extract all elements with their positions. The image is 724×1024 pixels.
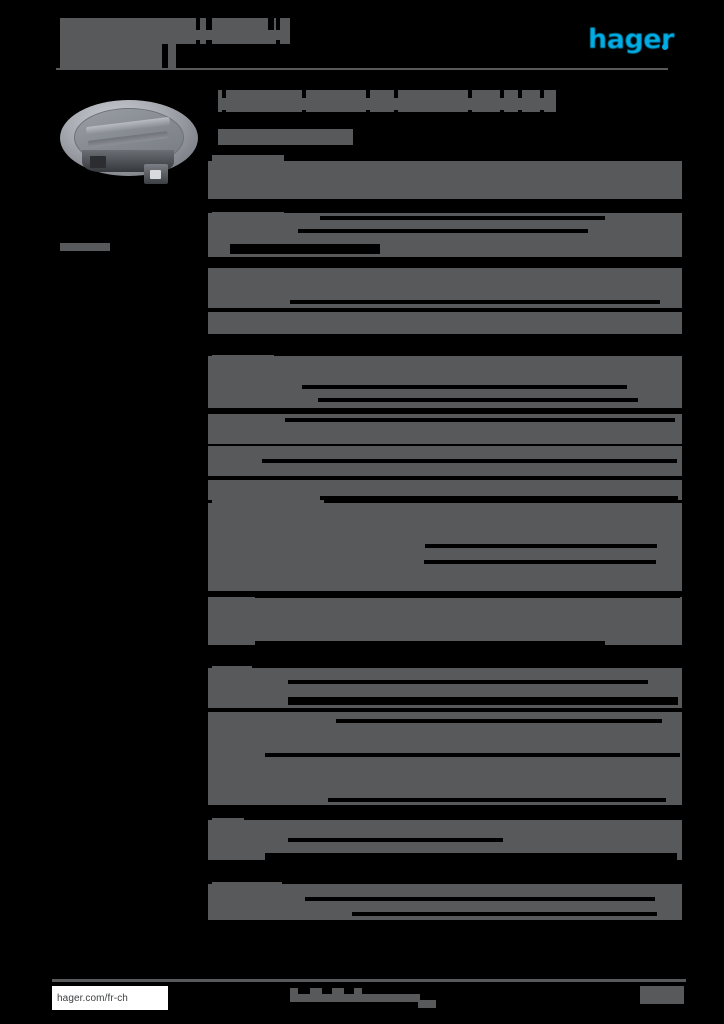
product-housing-notch [90, 156, 106, 168]
redacted-row-37 [305, 897, 655, 901]
redacted-label-1 [212, 212, 284, 220]
footer-url-text: hager.com/fr-ch [57, 992, 128, 1004]
redacted-row-2 [216, 160, 284, 168]
redacted-label-0 [212, 155, 284, 163]
redacted-footer-block-1 [310, 988, 322, 996]
redacted-heading-block-9 [218, 98, 554, 110]
redacted-row-27 [288, 697, 678, 705]
header-divider [56, 68, 668, 70]
redacted-row-21 [424, 560, 656, 564]
redacted-subheading-block-0 [218, 129, 353, 145]
redacted-footer-block-0 [290, 988, 298, 996]
redacted-row-12 [318, 398, 638, 402]
redacted-row-34 [288, 838, 503, 842]
redacted-row-38 [352, 912, 657, 916]
hager-logo: hager [588, 24, 674, 55]
redacted-row-4 [320, 216, 605, 220]
redacted-footer-block-2 [332, 988, 344, 996]
redacted-subtitle-block-0 [216, 34, 276, 44]
redacted-row-23 [255, 594, 680, 598]
redacted-footer-block-4 [290, 994, 420, 1002]
redacted-footer-block-3 [354, 988, 362, 996]
redacted-row-9 [208, 312, 682, 334]
hager-logo-dot [662, 44, 668, 50]
redacted-row-24 [255, 641, 605, 645]
redacted-title-block-5 [60, 42, 162, 68]
redacted-row-11 [302, 385, 627, 389]
redacted-row-18 [320, 496, 678, 500]
redacted-label-5 [212, 818, 244, 826]
redacted-row-16 [262, 459, 677, 463]
redacted-row-32 [328, 798, 666, 802]
footer-url-link[interactable]: hager.com/fr-ch [52, 986, 168, 1010]
redacted-row-17 [208, 480, 682, 500]
redacted-row-31 [265, 753, 680, 757]
redacted-row-6 [230, 244, 380, 254]
redacted-row-5 [298, 229, 588, 233]
product-connector-opening [150, 170, 161, 179]
redacted-row-26 [288, 680, 648, 684]
redacted-footer-block-6 [640, 986, 684, 1004]
redacted-label-3 [212, 500, 324, 508]
footer-divider [52, 979, 686, 982]
redacted-caption-block-0 [60, 243, 110, 251]
redacted-footer-block-5 [418, 1000, 436, 1008]
redacted-label-2 [212, 355, 274, 363]
product-image [52, 82, 208, 200]
redacted-label-4 [212, 666, 252, 674]
redacted-row-1 [208, 161, 682, 199]
redacted-row-30 [208, 753, 682, 805]
redacted-row-20 [425, 544, 657, 548]
redacted-row-8 [290, 300, 660, 304]
redacted-row-29 [336, 719, 662, 723]
redacted-row-35 [265, 853, 677, 863]
redacted-label-6 [212, 882, 282, 890]
redacted-row-22 [208, 597, 682, 645]
redacted-row-14 [285, 418, 675, 422]
redacted-title-block-6 [168, 42, 176, 68]
redacted-title-block-7 [60, 30, 290, 40]
